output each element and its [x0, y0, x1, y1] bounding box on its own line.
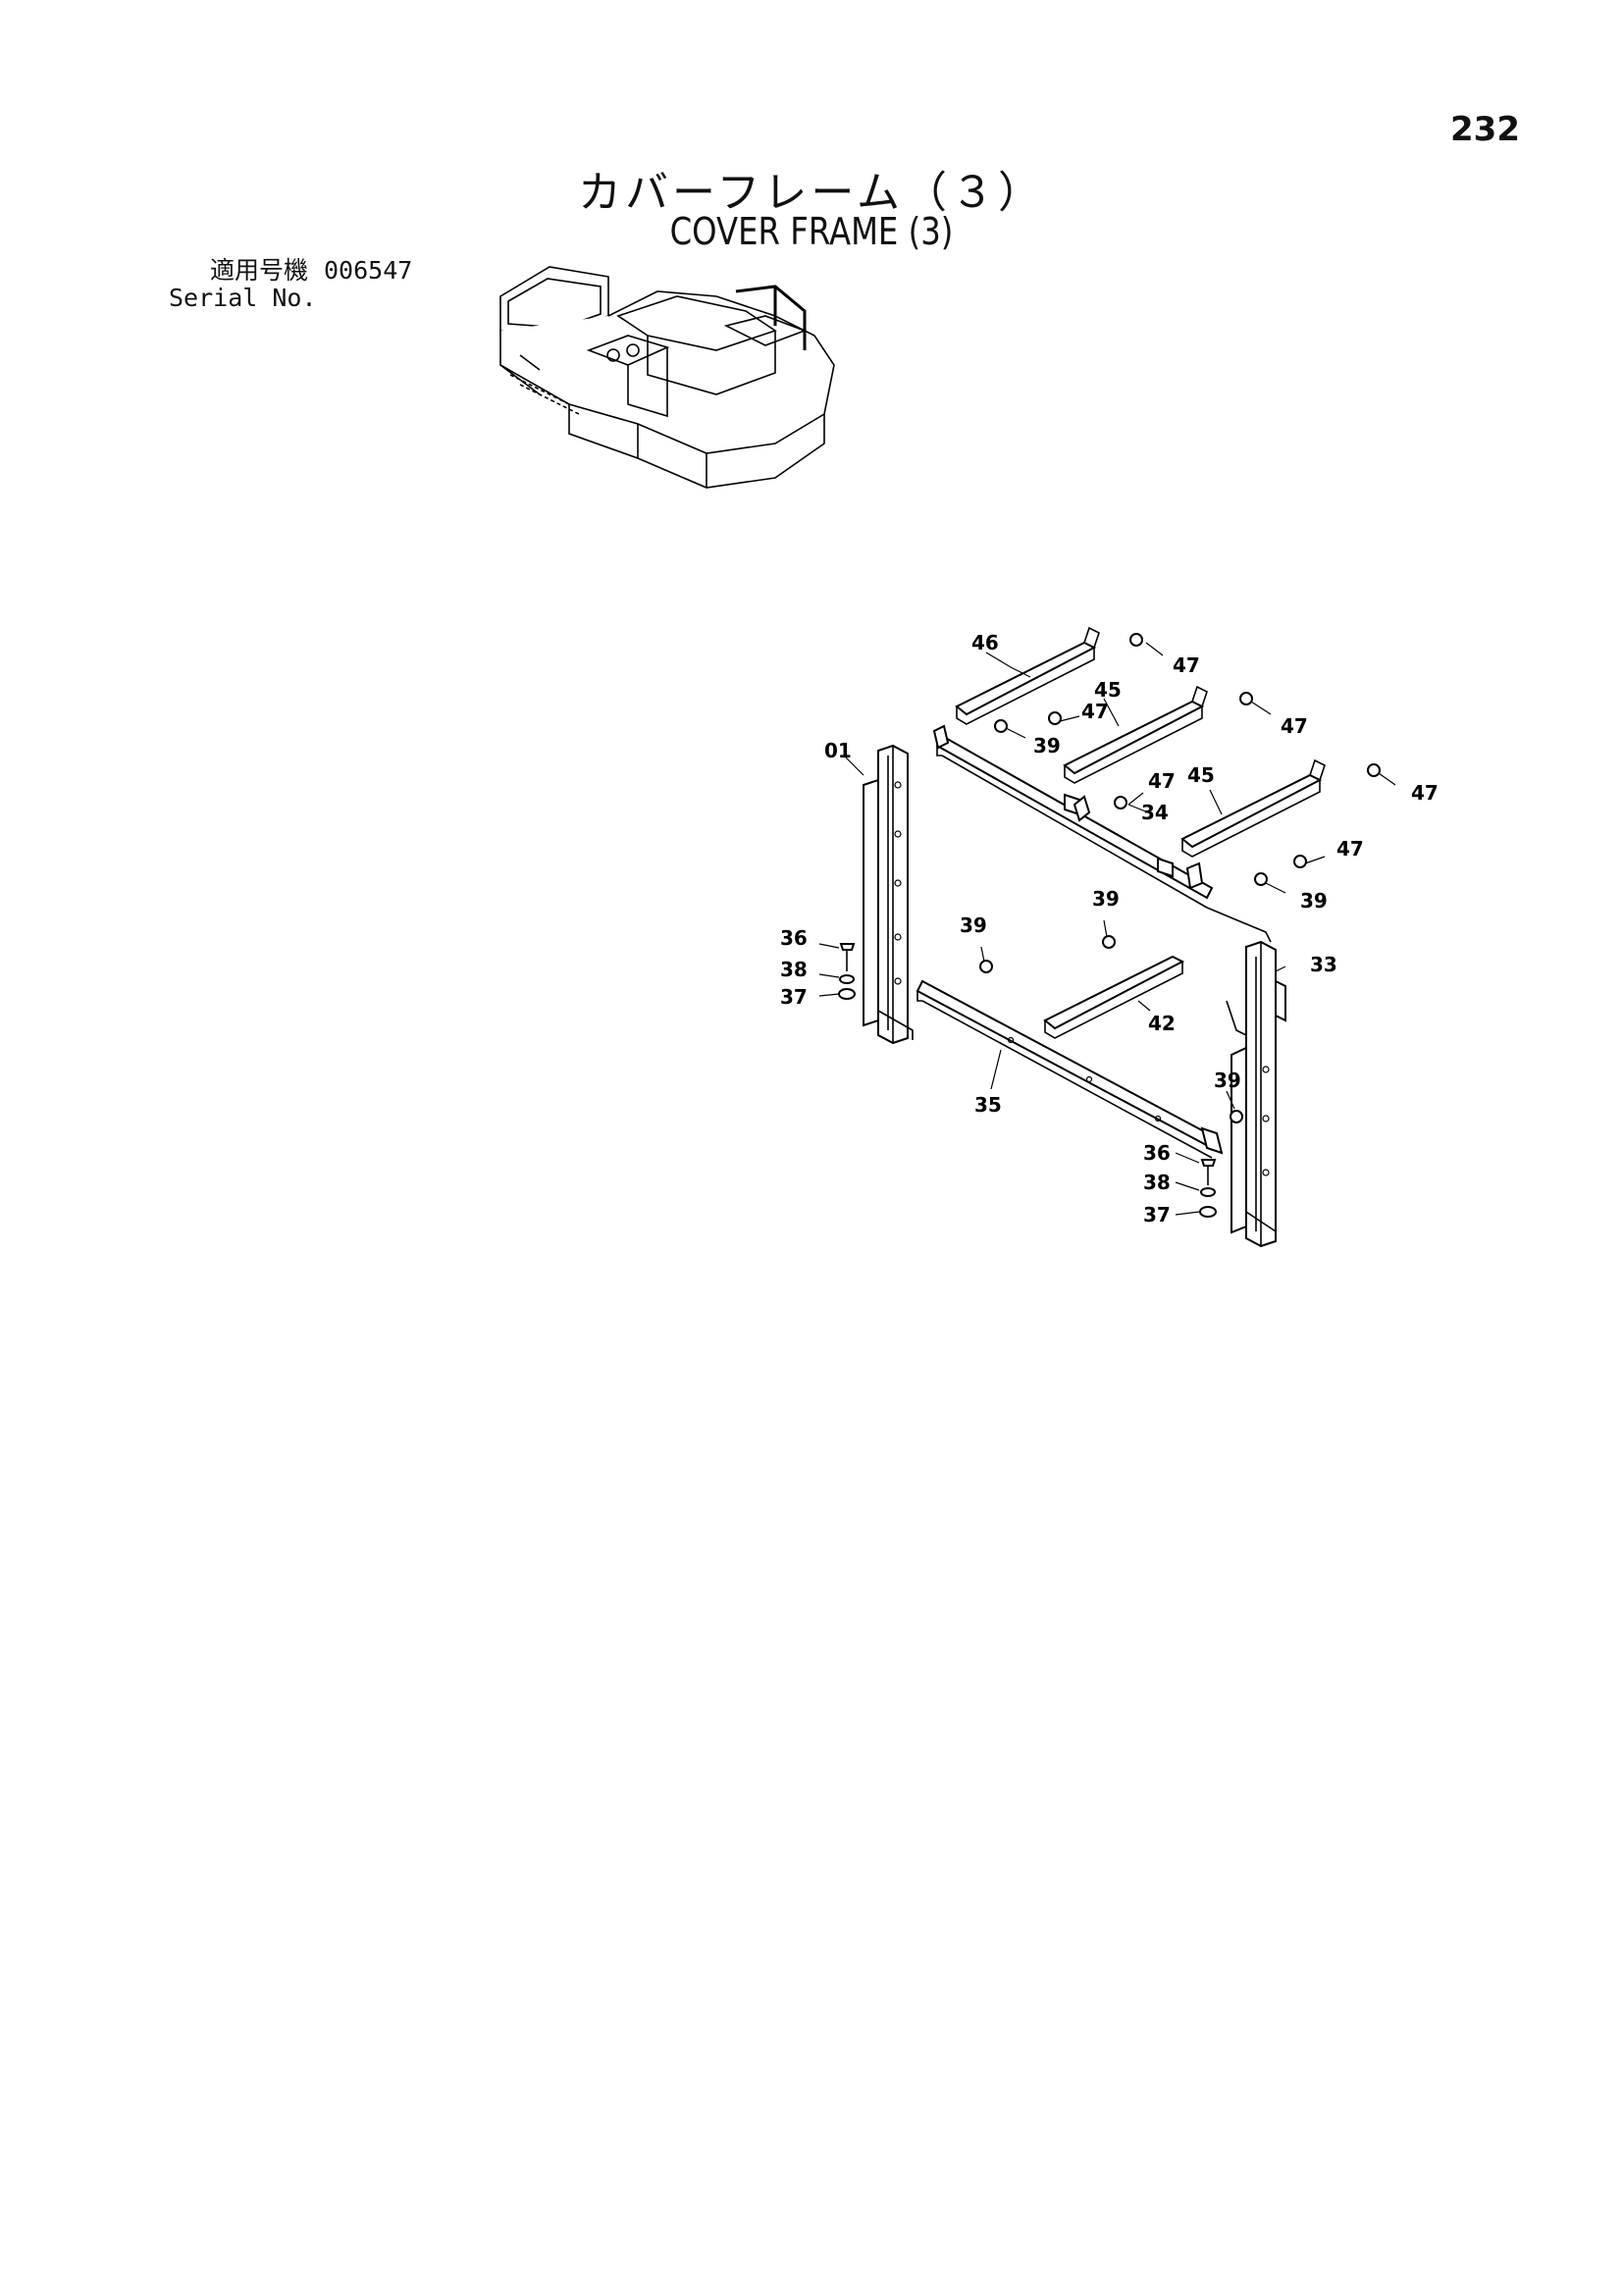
callout-47: 47: [1148, 769, 1176, 793]
callout-39: 39: [1092, 887, 1120, 911]
part-46-bracket: [955, 626, 1100, 725]
part-45-bracket-upper: [1063, 685, 1208, 784]
bolts-47: [1048, 633, 1381, 868]
callout-37: 37: [780, 985, 808, 1009]
part-01-left-post: [863, 744, 914, 1045]
callout-47: 47: [1173, 653, 1200, 677]
part-33-right-post: [1226, 940, 1286, 1248]
page-title-english: COVER FRAME (3): [669, 210, 954, 253]
callout-36: 36: [780, 926, 808, 950]
callout-35: 35: [974, 1093, 1002, 1117]
leader-lines: [818, 642, 1396, 1216]
fasteners-36-38-37: [838, 943, 1217, 1218]
callout-33: 33: [1310, 953, 1337, 976]
callout-47: 47: [1411, 781, 1439, 805]
callout-45: 45: [1094, 678, 1122, 702]
callout-38: 38: [780, 958, 808, 981]
callout-47: 47: [1281, 714, 1308, 738]
page-title-japanese: カバーフレーム（３）: [577, 168, 1046, 218]
excavator-upper-structure-outline: [499, 266, 835, 489]
callout-39: 39: [1300, 889, 1328, 913]
callout-47: 47: [1081, 700, 1109, 723]
callout-39: 39: [960, 913, 987, 937]
serial-number-block: 適用号機 006547 Serial No.: [169, 257, 412, 312]
serial-label-english: Serial No.: [169, 284, 317, 312]
callout-37: 37: [1143, 1203, 1171, 1226]
callout-42: 42: [1148, 1012, 1176, 1035]
part-35-bottom-member: [916, 979, 1224, 1159]
callout-39: 39: [1033, 734, 1061, 757]
callout-01: 01: [824, 739, 852, 762]
serial-label-japanese: 適用号機: [209, 256, 308, 285]
part-34-top-member: [932, 724, 1272, 943]
serial-number-value: 006547: [324, 256, 413, 285]
part-42-bracket: [1043, 955, 1185, 1039]
callout-39: 39: [1214, 1069, 1241, 1092]
callout-34: 34: [1141, 801, 1169, 824]
bolts-39: [979, 719, 1268, 1123]
callout-47: 47: [1336, 837, 1364, 861]
callout-38: 38: [1143, 1171, 1171, 1194]
part-45-bracket-lower: [1180, 758, 1326, 858]
callout-36: 36: [1143, 1141, 1171, 1165]
callout-46: 46: [971, 631, 999, 654]
machine-overview-illustration: [499, 266, 835, 489]
callout-45: 45: [1187, 763, 1215, 787]
callout-labels: 46 47 45 47 47 39 45 47 47 01 34 47 39 3…: [780, 631, 1439, 1226]
page-number: 232: [1450, 110, 1520, 149]
